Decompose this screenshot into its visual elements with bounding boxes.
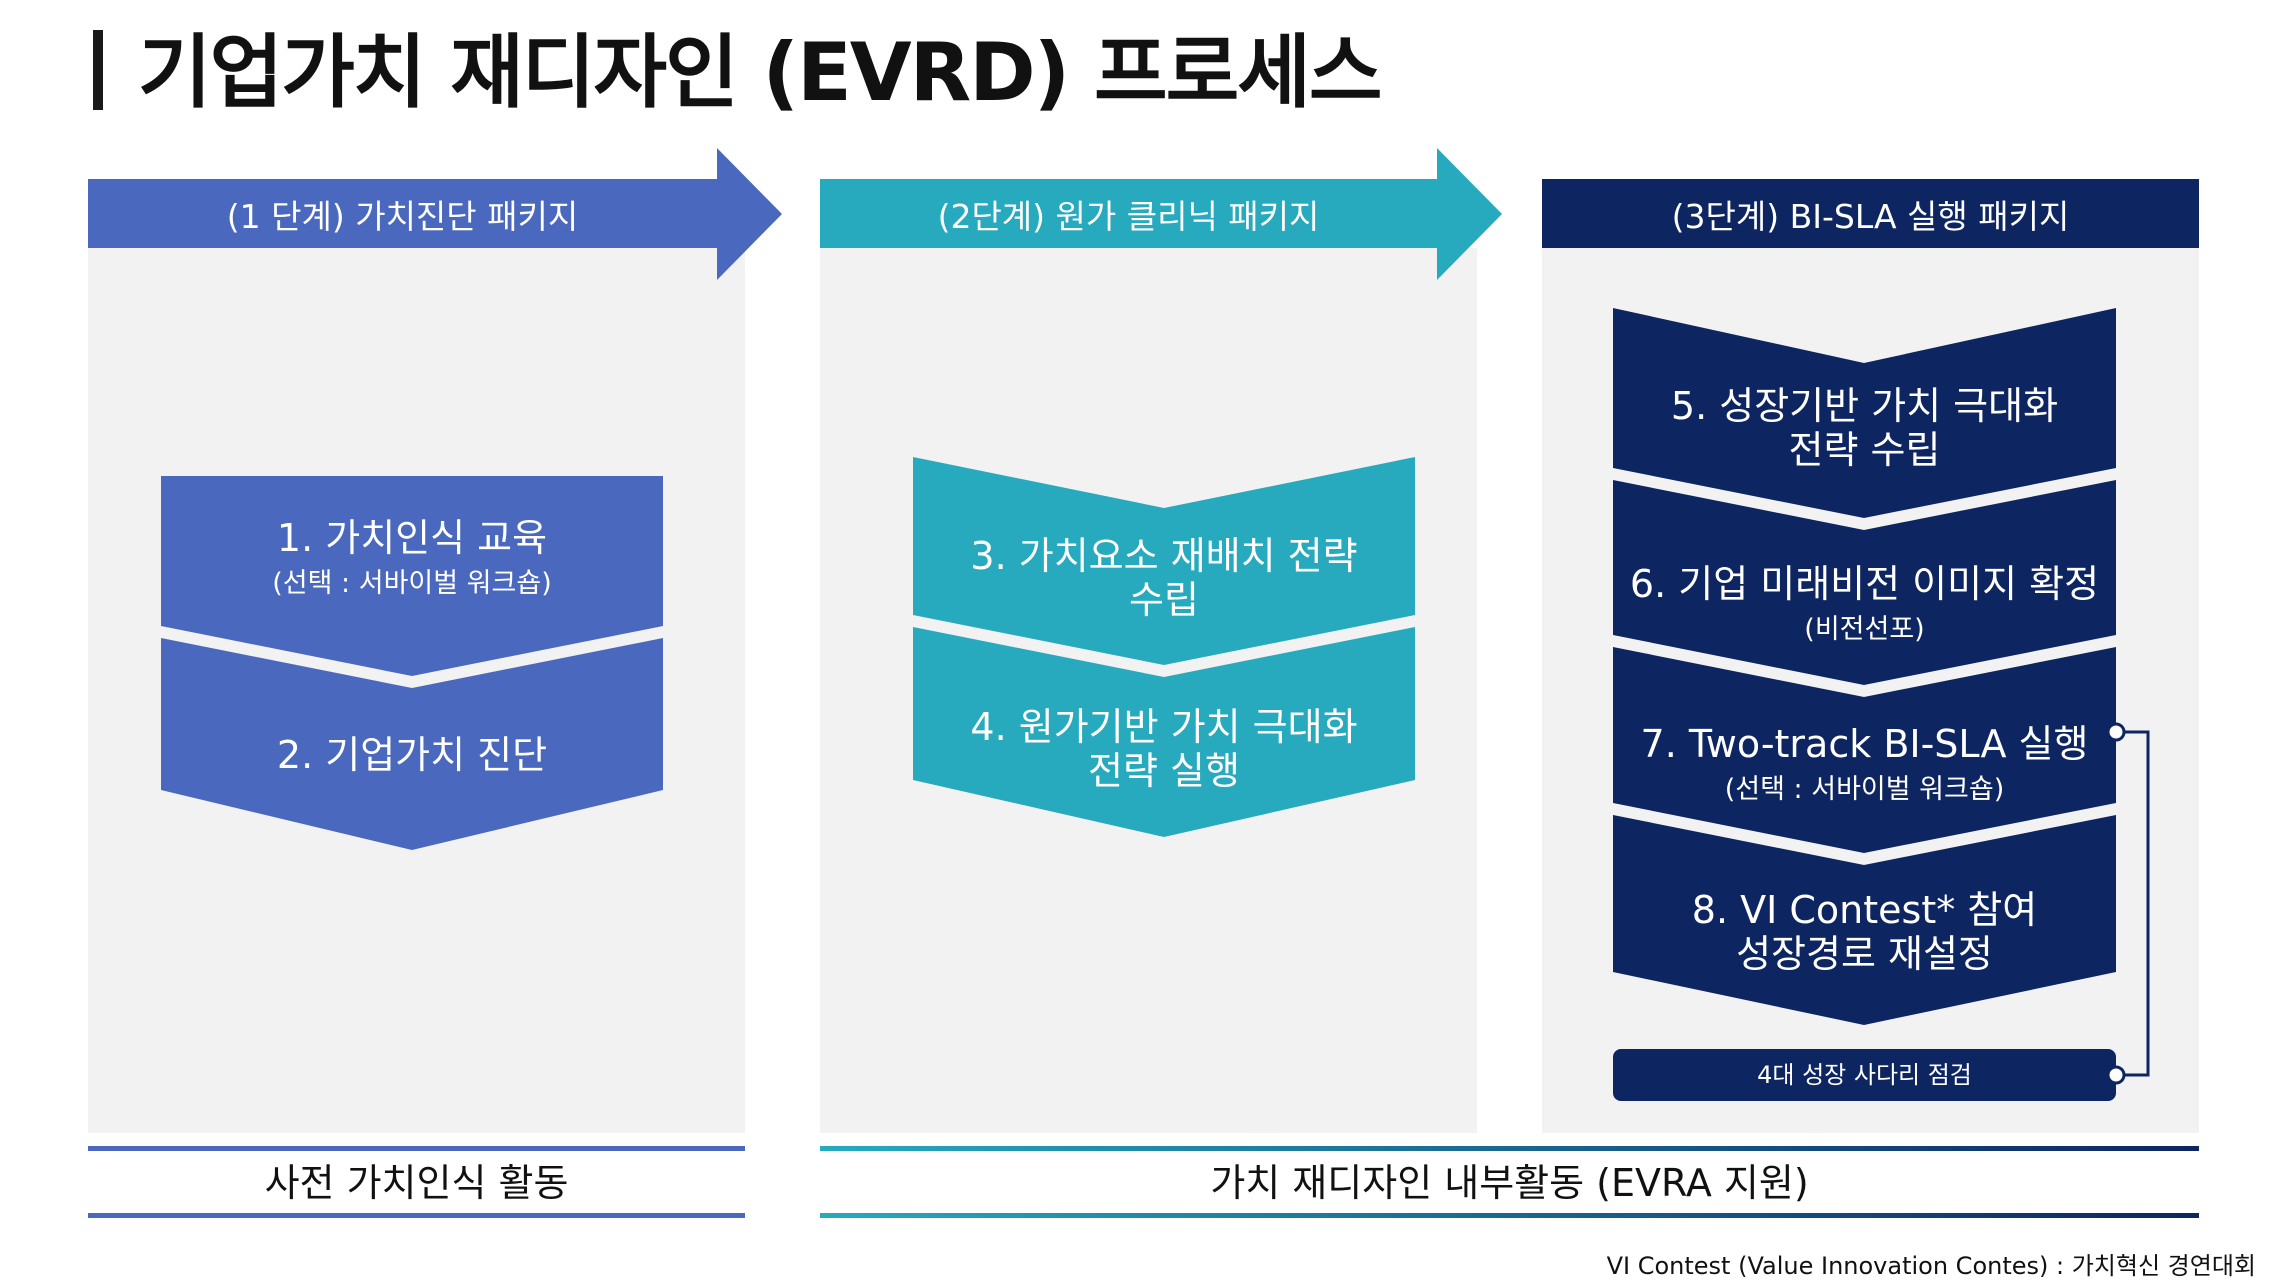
stage1-header-label: (1 단계) 가치진단 패키지 <box>226 196 579 236</box>
step7-chevron <box>1613 647 2116 853</box>
step7-label-group: 7. Two-track BI-SLA 실행 (선택 : 서바이벌 워크숍) <box>1613 722 2116 808</box>
step8-label-line2: 성장경로 재설정 <box>1736 932 1993 976</box>
ladder-label: 4대 성장 사다리 점검 <box>1757 1061 1972 1089</box>
step5-label-group: 5. 성장기반 가치 극대화 전략 수립 <box>1613 384 2116 472</box>
connector-dot-top <box>2106 722 2126 742</box>
bottom-left-line-top <box>88 1146 745 1151</box>
stage1-header-arrow <box>88 148 782 280</box>
bottom-right-label: 가치 재디자인 내부활동 (EVRA 지원) <box>1210 1161 1809 1205</box>
stage3-header-label: (3단계) BI-SLA 실행 패키지 <box>1671 196 2070 236</box>
step8-label: 8. VI Contest* 참여 <box>1691 888 2038 932</box>
step3-label-line2: 수립 <box>1129 578 1199 622</box>
step4-label: 4. 원가기반 가치 극대화 <box>970 705 1358 749</box>
step1-sub: (선택 : 서바이벌 워크숍) <box>272 568 552 599</box>
page-title: 기업가치 재디자인 (EVRD) 프로세스 <box>138 26 1382 119</box>
bottom-right-line-top <box>820 1146 2199 1151</box>
step8-chevron <box>1613 815 2116 1025</box>
stage2-header-arrow <box>820 148 1502 280</box>
step7-label: 7. Two-track BI-SLA 실행 <box>1640 722 2089 766</box>
step2-label: 2. 기업가치 진단 <box>276 733 548 777</box>
ladder-box <box>1613 1049 2116 1101</box>
connector-dot-bottom <box>2106 1065 2126 1085</box>
step6-label-group: 6. 기업 미래비전 이미지 확정 (비전선포) <box>1613 562 2116 648</box>
step8-label-group: 8. VI Contest* 참여 성장경로 재설정 <box>1613 888 2116 976</box>
step6-chevron <box>1613 480 2116 685</box>
step3-label: 3. 가치요소 재배치 전략 <box>970 534 1358 578</box>
step1-chevron <box>161 476 663 676</box>
footnote: VI Contest (Value Innovation Contes) : 가… <box>1606 1252 2256 1280</box>
step3-chevron <box>913 457 1415 665</box>
step3-label-group: 3. 가치요소 재배치 전략 수립 <box>913 534 1415 622</box>
step5-chevron <box>1613 308 2116 518</box>
step1-label-group: 1. 가치인식 교육 (선택 : 서바이벌 워크숍) <box>161 516 663 602</box>
stage2-header-label: (2단계) 원가 클리닉 패키지 <box>937 196 1320 236</box>
step5-label: 5. 성장기반 가치 극대화 <box>1670 384 2059 428</box>
step4-label-line2: 전략 실행 <box>1088 749 1240 793</box>
feedback-connector <box>2116 730 2150 1077</box>
step6-label: 6. 기업 미래비전 이미지 확정 <box>1629 562 2100 606</box>
step4-chevron <box>913 627 1415 837</box>
step5-label-line2: 전략 수립 <box>1788 428 1941 472</box>
step1-label: 1. 가치인식 교육 <box>276 516 548 560</box>
bottom-left-label: 사전 가치인식 활동 <box>264 1161 569 1205</box>
step6-sub: (비전선포) <box>1804 614 1925 645</box>
title-accent-bar <box>93 30 103 110</box>
step4-label-group: 4. 원가기반 가치 극대화 전략 실행 <box>913 705 1415 793</box>
bottom-left-line-bottom <box>88 1213 745 1218</box>
stage3-header-box <box>1542 179 2199 248</box>
step7-sub: (선택 : 서바이벌 워크숍) <box>1724 774 2005 805</box>
bottom-right-line-bottom <box>820 1213 2199 1218</box>
step2-chevron <box>161 638 663 850</box>
